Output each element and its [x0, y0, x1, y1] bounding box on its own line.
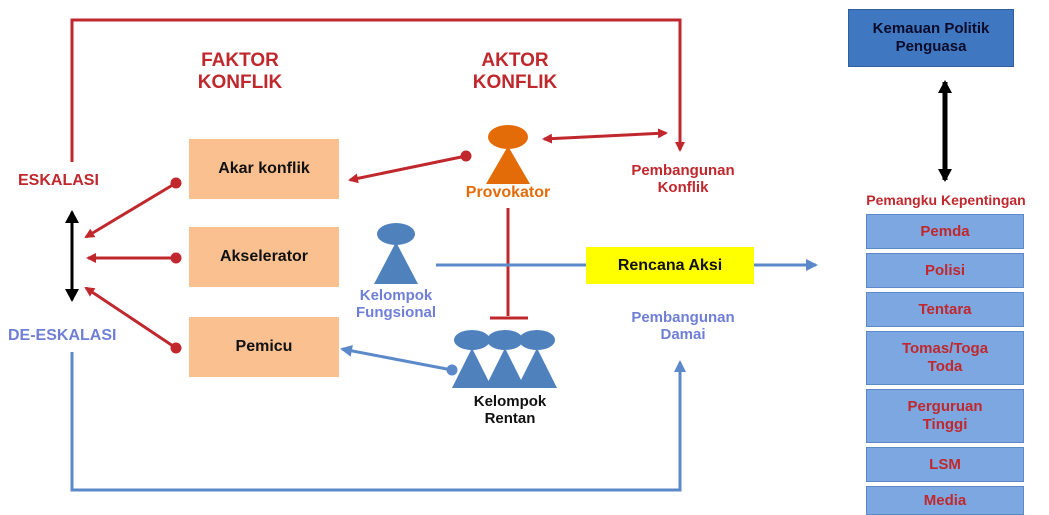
konflik-line1: Pembangunan: [631, 162, 735, 179]
political-will-line1: Kemauan Politik: [872, 20, 990, 37]
akar-to-axis-arrow: [84, 177, 182, 239]
kemauan-politik-box: Kemauan Politik Penguasa: [848, 9, 1014, 67]
de-eskalasi-label: DE-ESKALASI: [8, 327, 117, 344]
rencana-aksi-box: Rencana Aksi: [586, 247, 754, 284]
damai-line1: Pembangunan: [631, 309, 735, 326]
rentan-line1: Kelompok: [473, 393, 547, 410]
kelompok-rentan-figure: [452, 330, 557, 388]
stakeholder-polisi: Polisi: [866, 253, 1024, 288]
aktor-konflik-header: AKTOR KONFLIK: [455, 50, 575, 94]
akar-konflik-box: Akar konflik: [189, 139, 339, 199]
escalation-loop-line: [70, 18, 685, 162]
provokator-label: Provokator: [465, 184, 551, 201]
deescalation-loop-line: [70, 352, 686, 492]
provokator-to-akar-arrow: [348, 150, 472, 184]
stakeholder-perguruan-tinggi: Perguruan Tinggi: [866, 389, 1024, 443]
kelompok-fungsional-figure: [374, 223, 418, 284]
political-will-line2: Penguasa: [895, 38, 967, 55]
stakeholder-pemda: Pemda: [866, 214, 1024, 249]
pembangunan-damai-label: Pembangunan Damai: [613, 309, 753, 344]
damai-line2: Damai: [660, 326, 706, 344]
aktor-line1: AKTOR: [481, 50, 549, 71]
stakeholder-lsm: LSM: [866, 447, 1024, 482]
faktor-line2: KONFLIK: [197, 71, 283, 93]
pembangunan-konflik-label: Pembangunan Konflik: [613, 162, 753, 197]
rentan-to-pemicu-arrow: [340, 344, 458, 376]
provokator-figure: [486, 125, 530, 184]
pemicu-box: Pemicu: [189, 317, 339, 377]
pemicu-to-axis-arrow: [84, 286, 182, 354]
provokator-konflik-arrow: [542, 128, 668, 144]
fungsional-line1: Kelompok: [359, 287, 433, 304]
akselerator-box: Akselerator: [189, 227, 339, 287]
aktor-line2: KONFLIK: [472, 71, 558, 93]
faktor-konflik-header: FAKTOR KONFLIK: [180, 50, 300, 94]
pemangku-kepentingan-title: Pemangku Kepentingan: [866, 192, 1026, 208]
rentan-line2: Rentan: [484, 410, 536, 428]
fungsional-line2: Fungsional: [356, 304, 436, 322]
kelompok-rentan-label: Kelompok Rentan: [450, 393, 570, 428]
faktor-line1: FAKTOR: [201, 50, 279, 71]
stakeholder-tomas-toga-toda: Tomas/Toga Toda: [866, 331, 1024, 385]
stakeholder-tentara: Tentara: [866, 292, 1024, 327]
konflik-line2: Konflik: [657, 179, 709, 197]
stakeholder-media: Media: [866, 486, 1024, 515]
kelompok-fungsional-label: Kelompok Fungsional: [336, 287, 456, 322]
eskalasi-label: ESKALASI: [18, 172, 99, 189]
